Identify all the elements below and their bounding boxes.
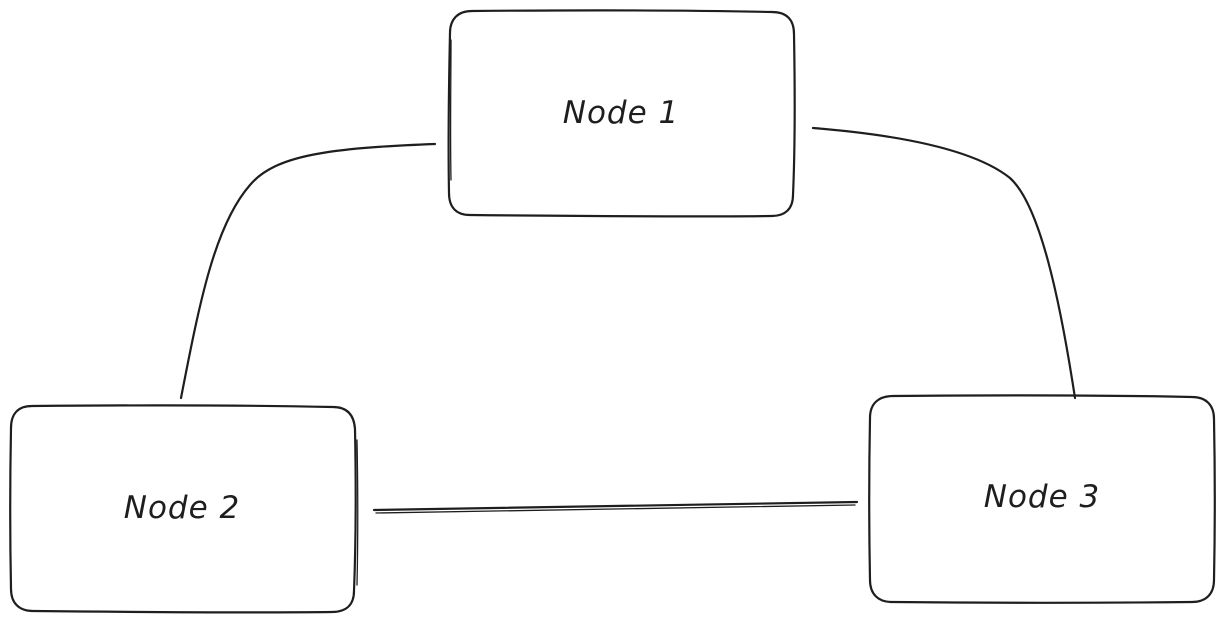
node-2-label: Node 2 (124, 490, 240, 526)
node-1[interactable]: Node 1 (447, 9, 796, 218)
edge-node1-node2[interactable] (179, 142, 437, 400)
node-3[interactable]: Node 3 (868, 394, 1216, 604)
node-3-label: Node 3 (984, 479, 1100, 515)
edge-node1-node3[interactable] (811, 126, 1077, 400)
node-2[interactable]: Node 2 (9, 404, 359, 614)
node-1-label: Node 1 (563, 95, 679, 131)
edge-node2-node3[interactable] (372, 500, 859, 514)
